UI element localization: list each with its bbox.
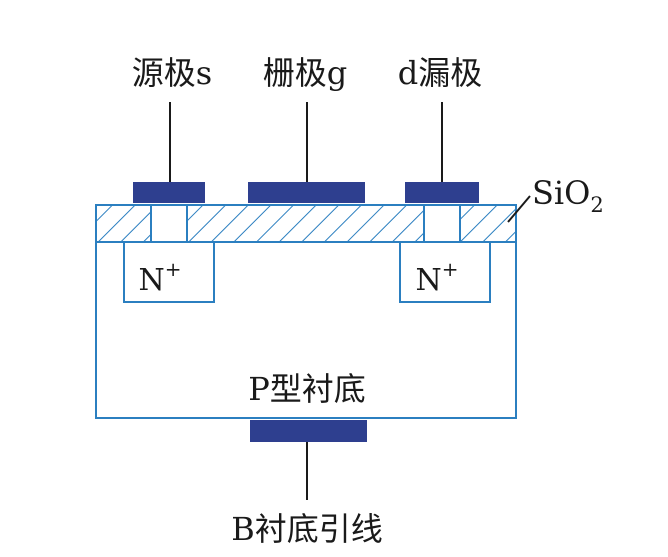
sio2-label-base: SiO <box>532 174 590 212</box>
bulk-label: B衬底引线 <box>231 510 383 548</box>
bulk-electrode <box>250 420 367 442</box>
drain-contact-window <box>423 204 461 243</box>
source-label: 源极s <box>132 54 212 92</box>
n-plus-label-left: N+ <box>138 257 181 298</box>
sio2-label-subscript: 2 <box>590 193 603 217</box>
n-plus-region-left <box>123 241 215 303</box>
n-plus-label-right: N+ <box>415 257 458 298</box>
gate-label: 栅极g <box>263 54 348 92</box>
n-plus-region-right <box>399 241 491 303</box>
drain-electrode <box>405 182 479 203</box>
n-left-base: N <box>138 263 164 298</box>
substrate-label: P型衬底 <box>248 370 366 408</box>
sio2-pointer-line <box>507 195 531 223</box>
drain-label: d漏极 <box>398 54 483 92</box>
source-electrode <box>133 182 205 203</box>
gate-electrode <box>248 182 365 203</box>
n-right-base: N <box>415 263 441 298</box>
n-left-superscript: + <box>165 257 182 281</box>
n-right-superscript: + <box>442 257 459 281</box>
sio2-label: SiO2 <box>532 174 604 217</box>
source-contact-window <box>150 204 188 243</box>
p-substrate <box>95 241 517 419</box>
